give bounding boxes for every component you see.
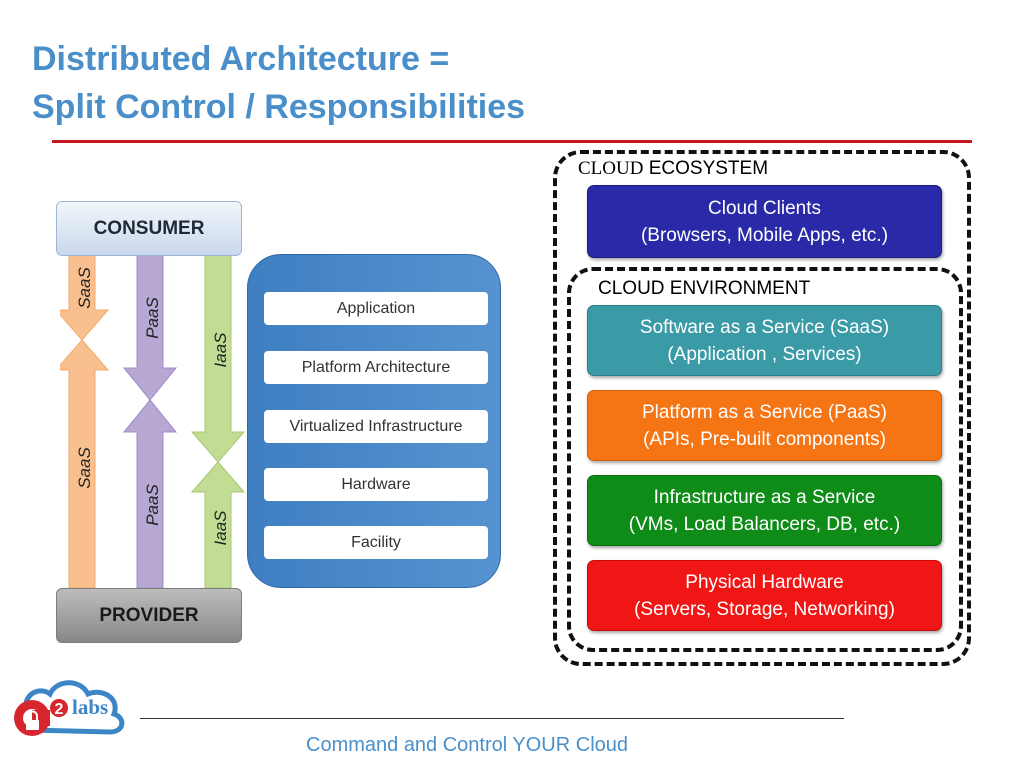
paas-subtitle: (APIs, Pre-built components) xyxy=(643,428,886,450)
saas-box: Software as a Service (SaaS) (Applicatio… xyxy=(587,305,942,376)
iaas-bottom-label: IaaS xyxy=(211,510,230,546)
layer-facility: Facility xyxy=(264,526,488,559)
saas-down-arrow xyxy=(60,254,110,341)
saas-subtitle: (Application , Services) xyxy=(667,343,862,365)
page-title-line-2: Split Control / Responsibilities xyxy=(32,88,526,126)
layer-application: Application xyxy=(264,292,488,325)
page-title-line-1: Distributed Architecture = xyxy=(32,40,450,78)
cloud-ecosystem-label: CLOUD ECOSYSTEM xyxy=(578,158,769,179)
iaas-subtitle: (VMs, Load Balancers, DB, etc.) xyxy=(628,513,901,535)
logo-number: 2 xyxy=(55,701,64,718)
saas-bottom-label: SaaS xyxy=(75,447,94,489)
footer-tagline: Command and Control YOUR Cloud xyxy=(306,734,629,756)
physical-hardware-title: Physical Hardware xyxy=(685,571,844,593)
physical-hardware-subtitle: (Servers, Storage, Networking) xyxy=(634,598,895,620)
physical-hardware-box: Physical Hardware (Servers, Storage, Net… xyxy=(587,560,942,631)
iaas-box: Infrastructure as a Service (VMs, Load B… xyxy=(587,475,942,546)
cloud-clients-subtitle: (Browsers, Mobile Apps, etc.) xyxy=(640,224,889,246)
iaas-title: Infrastructure as a Service xyxy=(653,486,876,508)
c2labs-logo-icon: 2 labs xyxy=(14,680,125,736)
paas-top-label: PaaS xyxy=(143,297,162,339)
cloud-ecosystem-border xyxy=(553,150,971,666)
cloud-environment-label: CLOUD ENVIRONMENT xyxy=(598,278,811,299)
paas-bottom-label: PaaS xyxy=(143,484,162,526)
saas-top-label: SaaS xyxy=(75,267,94,309)
iaas-down-arrow xyxy=(190,254,246,463)
layer-virtualized-infrastructure: Virtualized Infrastructure xyxy=(264,410,488,443)
paas-box: Platform as a Service (PaaS) (APIs, Pre-… xyxy=(587,390,942,461)
layer-hardware: Hardware xyxy=(264,468,488,501)
cloud-clients-title: Cloud Clients xyxy=(708,197,821,219)
cloud-environment-border xyxy=(567,267,963,652)
paas-title: Platform as a Service (PaaS) xyxy=(642,401,887,423)
consumer-box: CONSUMER xyxy=(56,201,242,256)
provider-box: PROVIDER xyxy=(56,588,242,643)
responsibility-arrows: SaaS SaaS PaaS PaaS IaaS IaaS xyxy=(60,254,246,589)
cloud-clients-box: Cloud Clients (Browsers, Mobile Apps, et… xyxy=(587,185,942,258)
layer-platform-architecture: Platform Architecture xyxy=(264,351,488,384)
footer-divider xyxy=(140,718,844,719)
saas-title: Software as a Service (SaaS) xyxy=(639,316,890,338)
iaas-top-label: IaaS xyxy=(211,332,230,368)
title-divider xyxy=(52,140,972,143)
paas-down-arrow xyxy=(122,254,178,401)
logo-text: labs xyxy=(72,695,108,719)
